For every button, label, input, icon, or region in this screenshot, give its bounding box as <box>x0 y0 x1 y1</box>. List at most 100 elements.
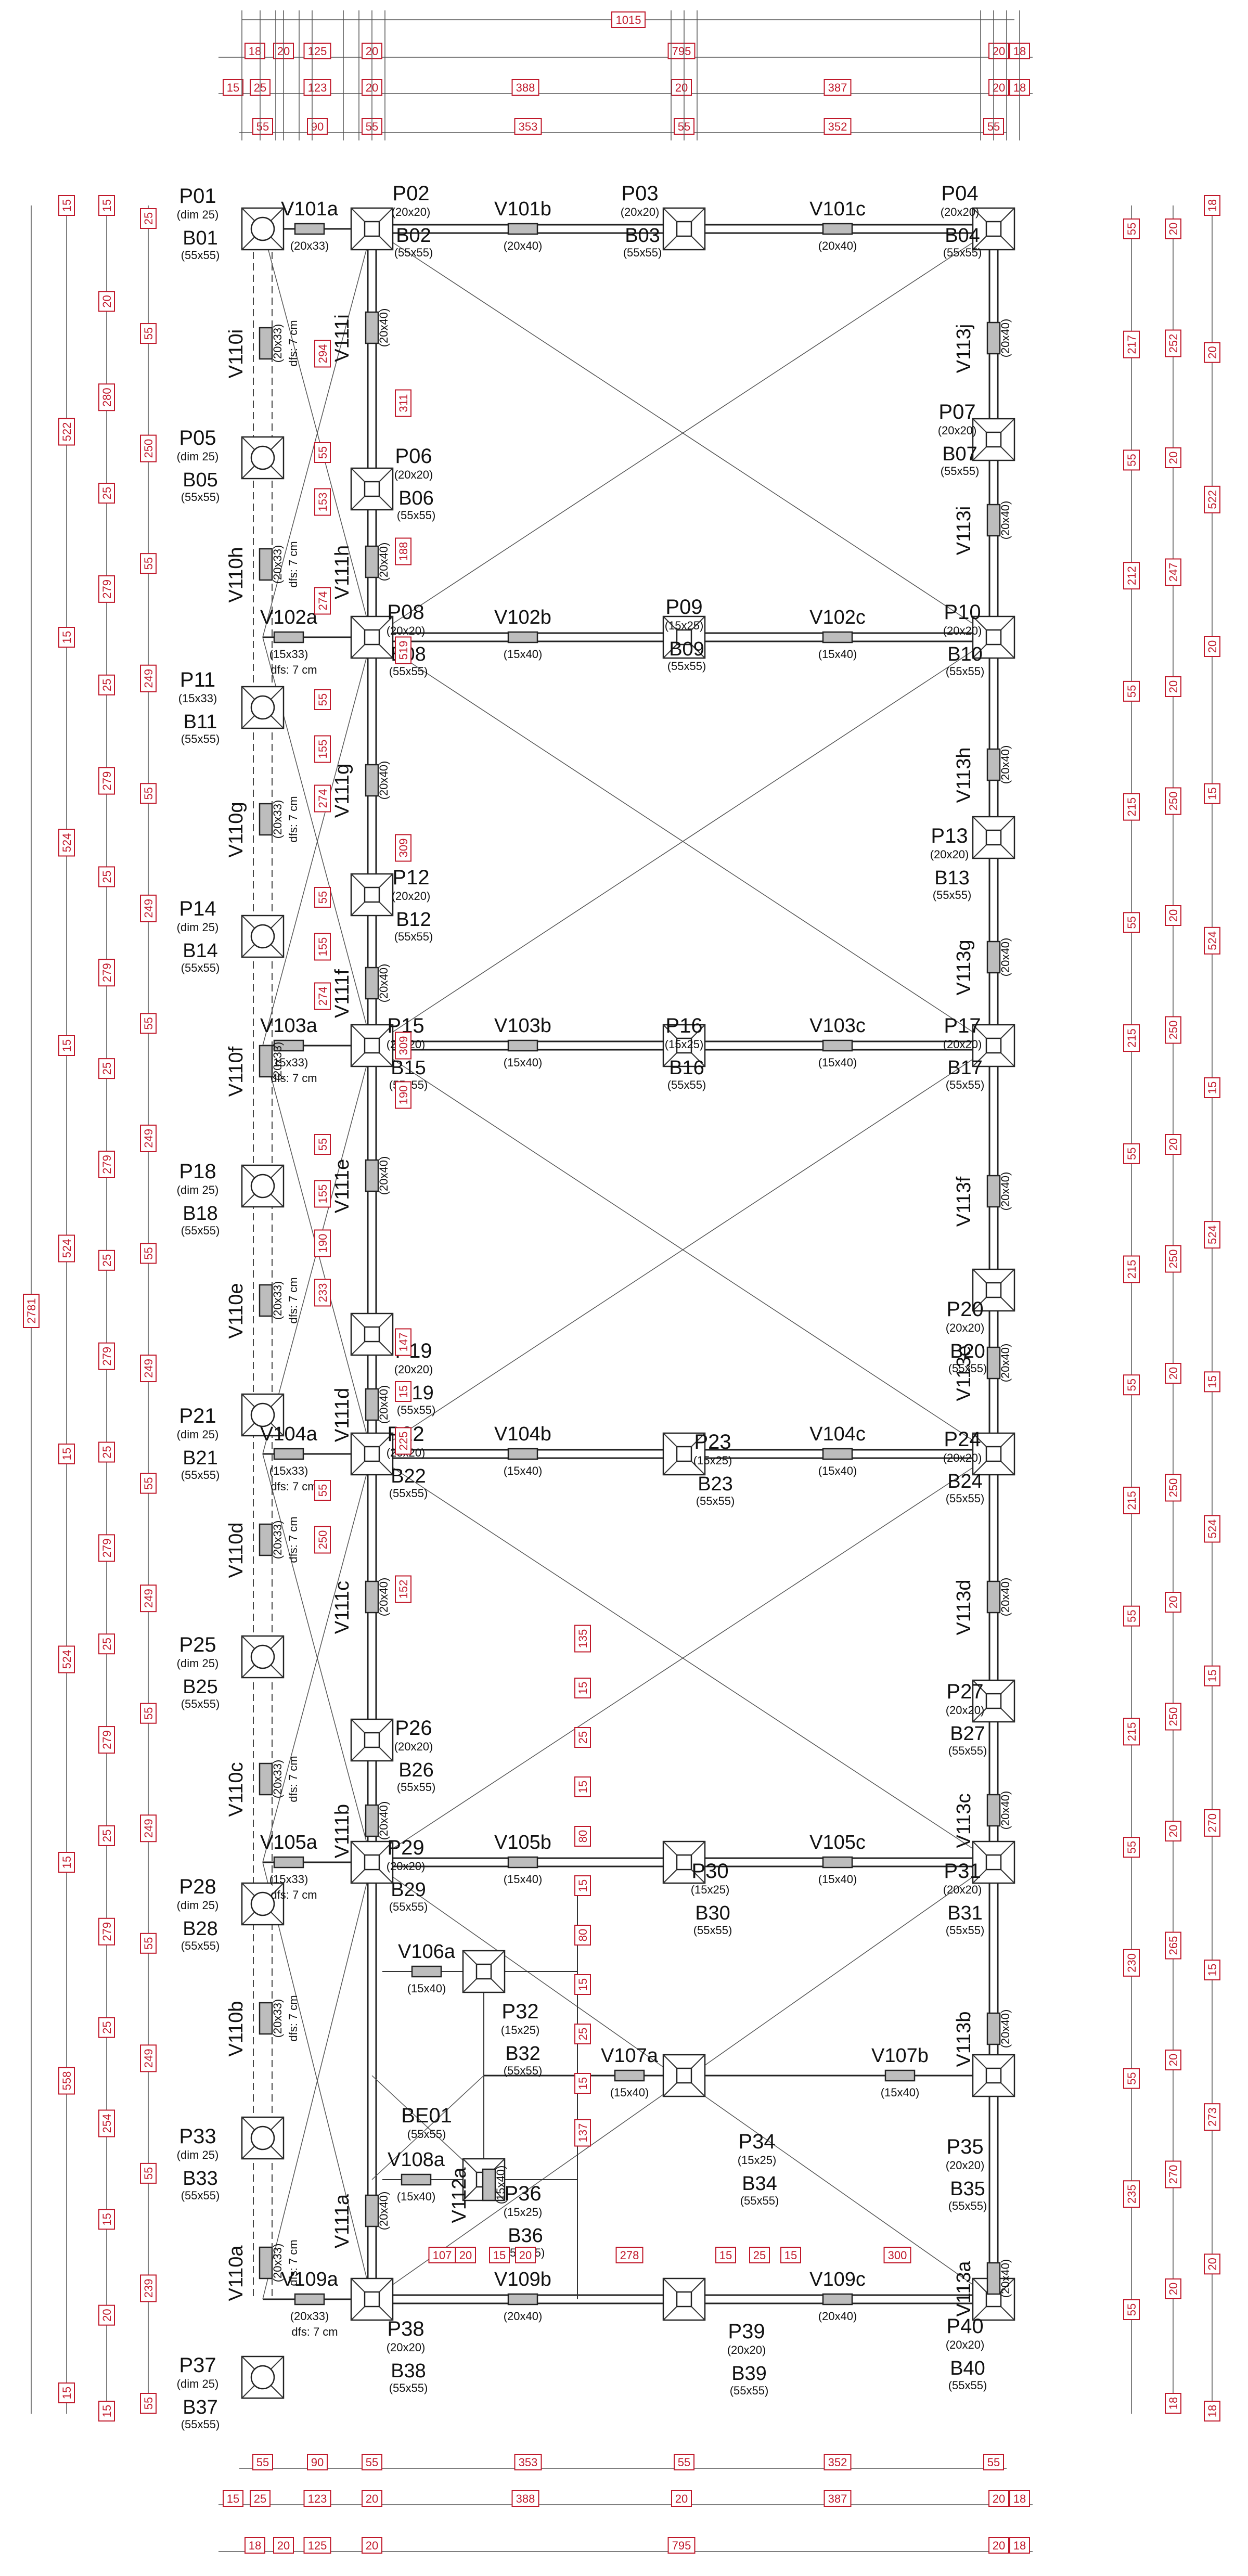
svg-text:137: 137 <box>576 2123 589 2143</box>
footing-size-B29: (55x55) <box>389 1900 428 1913</box>
dim-right-c2: 20 <box>1165 1134 1181 1155</box>
dim-inner: 311 <box>395 389 411 417</box>
beam-label-V102c: V102c <box>809 607 866 628</box>
footing-mid-column <box>364 1732 380 1748</box>
dim-left-c2: 15 <box>98 2209 115 2230</box>
svg-text:352: 352 <box>828 120 847 133</box>
plinth-line <box>379 2278 393 2292</box>
beam-section-V113c <box>986 1794 1001 1827</box>
plinth-line <box>972 1433 987 1447</box>
dim-inner: 55 <box>314 887 331 908</box>
svg-text:25: 25 <box>753 2249 766 2262</box>
footing-center-column <box>676 629 692 646</box>
footing-size-B34: (55x55) <box>740 2194 779 2207</box>
beam-size-V112a: (15x40) <box>494 2166 507 2205</box>
beam-size-V108a: (15x40) <box>397 2190 436 2203</box>
beam-label-V105a: V105a <box>260 1832 318 1853</box>
dim-inner: 274 <box>314 587 331 615</box>
svg-text:250: 250 <box>1167 1707 1180 1727</box>
svg-text:15: 15 <box>576 1682 589 1694</box>
plinth-line <box>1000 1269 1015 1283</box>
beam-label-V113c: V113c <box>953 1794 975 1848</box>
svg-text:249: 249 <box>142 1589 155 1608</box>
plinth-line <box>663 2082 677 2097</box>
svg-text:20: 20 <box>1167 223 1180 235</box>
dim-bottom-row1: 55 <box>252 2454 273 2470</box>
footing-mid-column <box>364 1446 380 1462</box>
dim-left-c2: 25 <box>98 674 115 695</box>
plinth-line <box>241 1165 255 1178</box>
dim-top-row3: 20 <box>988 79 1009 96</box>
svg-text:55: 55 <box>1125 1379 1138 1391</box>
dim-inner: 15 <box>395 1381 411 1402</box>
svg-text:55: 55 <box>678 2456 690 2469</box>
point-label-P34: P34 <box>738 2130 775 2153</box>
point-size-P37: (dim 25) <box>177 2377 219 2390</box>
footing-label-B16: B16 <box>669 1057 704 1079</box>
plinth-line <box>972 616 987 630</box>
dim-inner: 15 <box>574 2073 591 2094</box>
footing-center-column <box>676 1037 692 1054</box>
plinth-line <box>663 616 677 630</box>
footing-size-B22: (55x55) <box>389 1487 428 1500</box>
plinth-line <box>241 2117 255 2130</box>
svg-text:279: 279 <box>100 963 113 982</box>
dim-left-c2: 279 <box>98 1917 115 1946</box>
footing-inner-column <box>475 1963 492 1980</box>
dim-right-c3: 522 <box>1204 485 1220 513</box>
footing-center-column <box>676 1446 692 1462</box>
dim-left-c2: 279 <box>98 959 115 987</box>
beam-label-V113i: V113i <box>953 506 975 555</box>
dim-bottom-row1: 55 <box>983 2454 1004 2470</box>
dim-left-c2: 25 <box>98 1633 115 1655</box>
svg-text:15: 15 <box>493 2249 506 2262</box>
beam-section-V110e <box>259 1284 273 1317</box>
point-size-P31: (20x20) <box>943 1883 982 1896</box>
dim-inner: 25 <box>574 2024 591 2044</box>
beam-size-V111f: (20x40) <box>377 964 390 1003</box>
beam-size-V113d: (20x40) <box>999 1578 1012 1617</box>
dim-right-c3: 15 <box>1204 783 1220 804</box>
beam-section-V111h <box>365 545 379 578</box>
dim-inner: 190 <box>395 1081 411 1109</box>
dim-inner: 15 <box>574 1678 591 1698</box>
brace-diagonal <box>262 228 372 638</box>
plinth-line <box>271 1665 284 1678</box>
dim-top-total: 1015 <box>611 11 646 28</box>
dim-right-c2: 250 <box>1165 787 1181 815</box>
plinth-line <box>691 1052 705 1067</box>
beam-section-V103c <box>822 1039 853 1052</box>
beam-section-V113i <box>986 504 1001 537</box>
dim-left-c3: 55 <box>140 553 157 574</box>
footing-mid-column <box>364 1037 380 1054</box>
beam-section-V111b <box>365 1804 379 1837</box>
beam-label-V111i: V111i <box>331 314 353 362</box>
dim-inner: 55 <box>314 442 331 463</box>
footing-mid-column <box>364 886 380 903</box>
point-size-P11: (15x33) <box>178 692 217 705</box>
svg-text:190: 190 <box>316 1234 329 1253</box>
plinth-line <box>663 208 677 222</box>
plinth-line <box>972 236 987 250</box>
plinth-line <box>379 616 393 630</box>
plinth-line <box>351 1719 365 1733</box>
footing-size-B32: (55x55) <box>504 2064 543 2077</box>
dim-left-c2: 280 <box>98 383 115 411</box>
svg-text:20: 20 <box>366 2539 378 2552</box>
dim-bottom-row2: 18 <box>1009 2490 1030 2507</box>
point-size-BE01: (55x55) <box>407 2128 446 2141</box>
svg-text:250: 250 <box>1167 1478 1180 1498</box>
dim-right-c3: 20 <box>1204 2253 1220 2275</box>
plinth-line <box>663 1052 677 1067</box>
footing-mid-column <box>364 1326 380 1343</box>
dim-left-c2: 25 <box>98 1058 115 1079</box>
beam-section-V111e <box>365 1159 379 1192</box>
svg-text:20: 20 <box>1167 1596 1180 1608</box>
point-size-P16: (15x25) <box>665 1038 704 1051</box>
dim-left-c3: 239 <box>140 2274 157 2302</box>
dim-left-c3: 250 <box>140 434 157 462</box>
brace-diagonal <box>262 1453 372 1863</box>
beam-section-V111g <box>365 764 379 797</box>
dim-left-c1: 524 <box>58 829 75 857</box>
dim-left-c3: 55 <box>140 1243 157 1264</box>
